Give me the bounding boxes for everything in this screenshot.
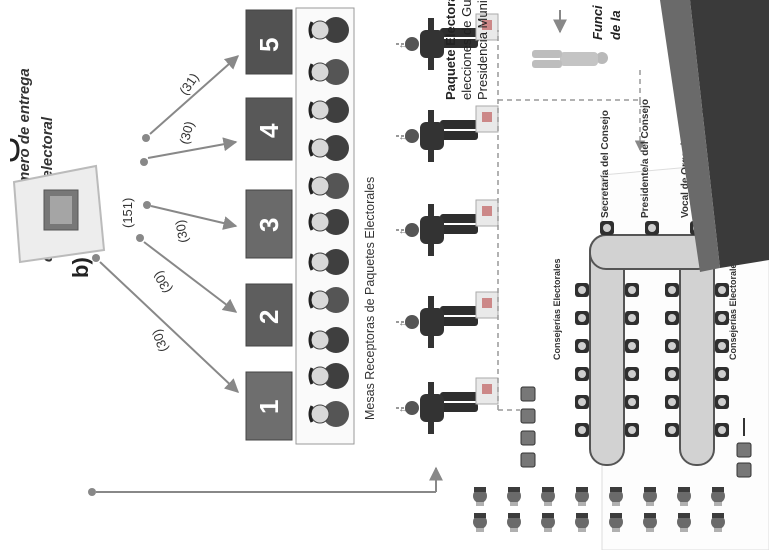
legend-swatch (521, 387, 535, 401)
audience-figure (473, 513, 487, 532)
council-seat (715, 283, 729, 297)
mesa-number-4: 4 (254, 123, 284, 138)
council-seat (625, 339, 639, 353)
audience-figure (473, 487, 487, 506)
audience-figure (575, 487, 589, 506)
council-seat (665, 339, 679, 353)
council-seat (575, 395, 589, 409)
council-seat (665, 395, 679, 409)
council-seat (715, 311, 729, 325)
paquete-note: Paquete Electoral c elecciones de Gub Pr… (443, 0, 490, 100)
audience-figure (575, 513, 589, 532)
consejerias-legend-right: Consejerías Electorales (728, 258, 738, 360)
audience-figure (507, 513, 521, 532)
mesa-count-1: (30) (149, 327, 171, 354)
council-seat (665, 367, 679, 381)
council-seat (575, 283, 589, 297)
panel-label-b: b) (68, 257, 93, 278)
paquete-note-line3: Presidencia Municip (475, 0, 490, 100)
courier-figure: ↔ (396, 292, 498, 348)
mesa-count-4: (30) (176, 120, 196, 146)
mesa-count-3: (30) (172, 219, 191, 244)
courier-figure: ↔ (396, 378, 498, 434)
council-seat (625, 283, 639, 297)
funcionario-note: Funci de la (590, 5, 623, 40)
audience-figure (541, 487, 555, 506)
council-seat (600, 221, 614, 235)
mesa-number-3: 3 (254, 218, 284, 232)
audience-figure (507, 487, 521, 506)
mesa-blocks: 1 2 3 4 5 (246, 10, 292, 440)
council-seat (575, 423, 589, 437)
seat-label-secretaria: Secretaría del Consejo (600, 110, 611, 218)
legend-swatch (521, 409, 535, 423)
funcionario-note-line1: Funci (590, 5, 605, 40)
mesa-count-2: (30) (150, 268, 175, 296)
council-seat (715, 367, 729, 381)
council-seat (715, 423, 729, 437)
council-seat (575, 367, 589, 381)
entry-bracket (88, 468, 436, 496)
ballot-total-label: (151) (120, 198, 135, 228)
mesas-title: Mesas Receptoras de Paquetes Electorales (363, 177, 377, 420)
legend-swatch (521, 431, 535, 445)
council-seat (665, 423, 679, 437)
council-seat (665, 283, 679, 297)
seat-label-presidenta: Presidente/a del Consejo (640, 99, 651, 218)
audience-figure (541, 513, 555, 532)
council-seat (625, 395, 639, 409)
consejerias-legend-left: Consejerías Electorales (552, 258, 562, 360)
council-seat (625, 367, 639, 381)
mesa-count-5: (31) (176, 70, 202, 98)
council-seat (575, 339, 589, 353)
legend-swatch (521, 453, 535, 467)
mesa-number-1: 1 (254, 400, 284, 414)
svg-text:Paquete Electoral c: Paquete Electoral c (443, 0, 458, 100)
legend-swatch (737, 443, 751, 457)
courier-figure: ↔ (396, 200, 498, 256)
council-seat (715, 339, 729, 353)
mesa-number-5: 5 (254, 38, 284, 52)
council-seat (575, 311, 589, 325)
council-seat (715, 395, 729, 409)
council-seat (645, 221, 659, 235)
council-seat (665, 311, 679, 325)
legend-swatch (737, 463, 751, 477)
paquete-note-line2: elecciones de Gub (459, 0, 474, 100)
mesa-number-2: 2 (254, 310, 284, 324)
council-seat (625, 423, 639, 437)
council-seat (625, 311, 639, 325)
courier-figure: ↔ (396, 106, 498, 162)
funcionario-note-line2: de la (608, 10, 623, 40)
paquete-note-lead: Paquete Electoral (443, 0, 458, 100)
